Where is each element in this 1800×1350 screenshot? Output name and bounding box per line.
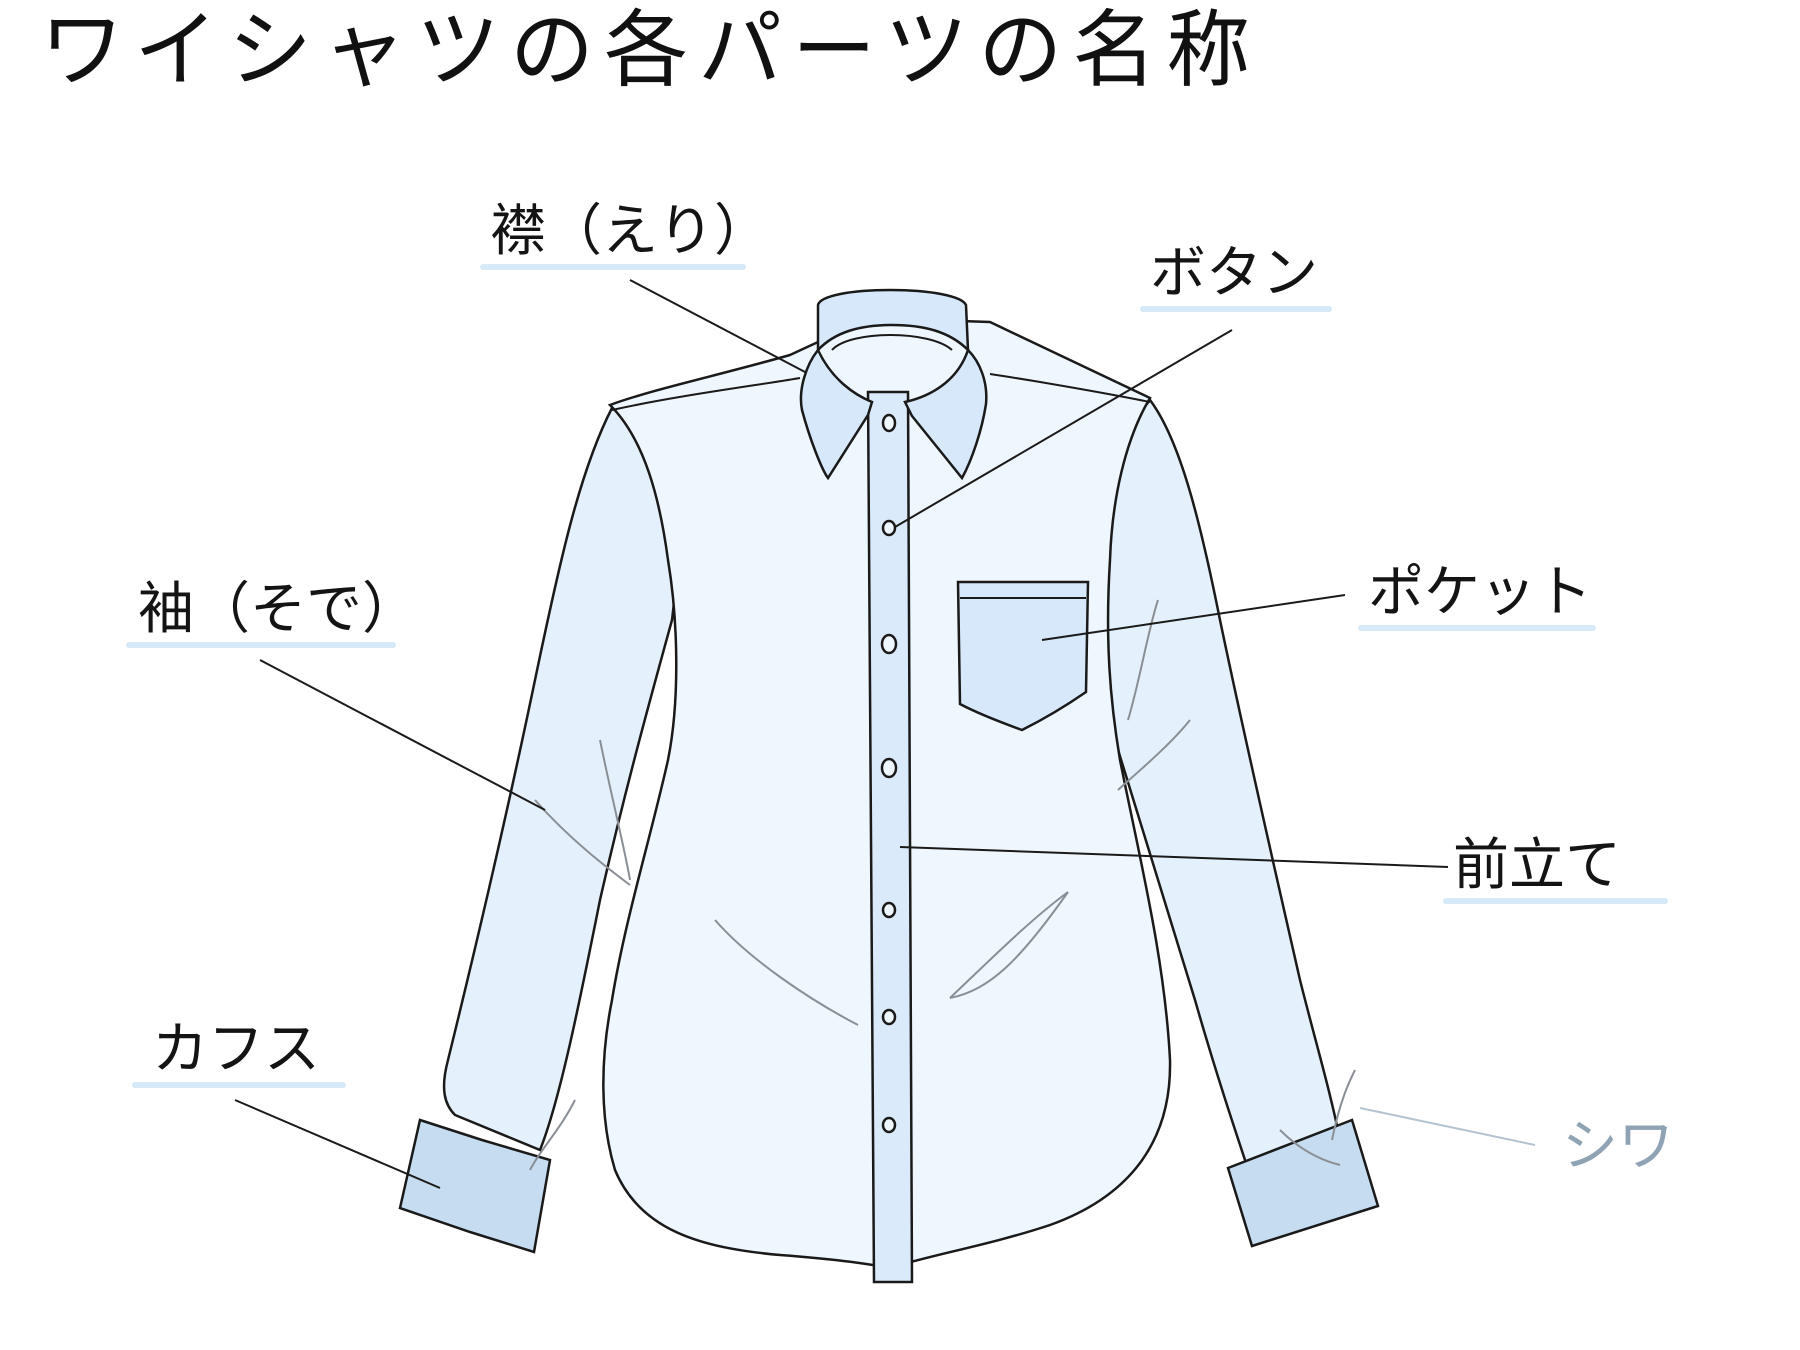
button xyxy=(881,1008,897,1026)
button xyxy=(881,413,897,433)
pocket xyxy=(956,580,1090,732)
wrinkle-leader xyxy=(1359,1107,1536,1146)
button-leader xyxy=(894,329,1233,528)
cuffs-label-underline xyxy=(132,1082,346,1088)
left-sleeve xyxy=(442,406,677,1152)
collar-right xyxy=(903,347,988,481)
pocket-label: ポケット xyxy=(1368,560,1592,625)
pocket-leader xyxy=(1041,594,1346,641)
collar-label: 襟（えり） xyxy=(490,199,770,264)
button xyxy=(881,901,897,919)
buttons xyxy=(880,413,898,1134)
sleeve-label-underline xyxy=(126,642,396,648)
placket-label: 前立て xyxy=(1453,833,1621,898)
sleeve-label: 袖（そで） xyxy=(138,577,418,642)
left-cuff xyxy=(398,1118,552,1254)
button xyxy=(880,757,898,779)
page-title: ワイシャツの各パーツの名称 xyxy=(40,1,1261,99)
sleeve-leader xyxy=(259,659,546,811)
button xyxy=(880,633,898,655)
collar-left xyxy=(799,347,874,481)
cuffs-leader xyxy=(234,1099,441,1189)
button-label-underline xyxy=(1140,306,1332,312)
button xyxy=(881,1116,897,1134)
right-cuff xyxy=(1226,1118,1380,1248)
collar-label-underline xyxy=(480,264,746,270)
button xyxy=(881,519,897,537)
button-label: ボタン xyxy=(1150,241,1318,306)
wrinkle-lines xyxy=(529,599,1356,1171)
placket-leader xyxy=(899,846,1449,868)
collar-leader xyxy=(629,279,806,373)
wrinkle-label: シワ xyxy=(1562,1114,1674,1179)
pocket-label-underline xyxy=(1358,625,1596,631)
leader-lines xyxy=(234,279,1536,1189)
placket-label-underline xyxy=(1443,898,1668,904)
placket xyxy=(866,390,914,1284)
cuffs-label: カフス xyxy=(152,1017,320,1082)
shirt xyxy=(398,288,1380,1284)
